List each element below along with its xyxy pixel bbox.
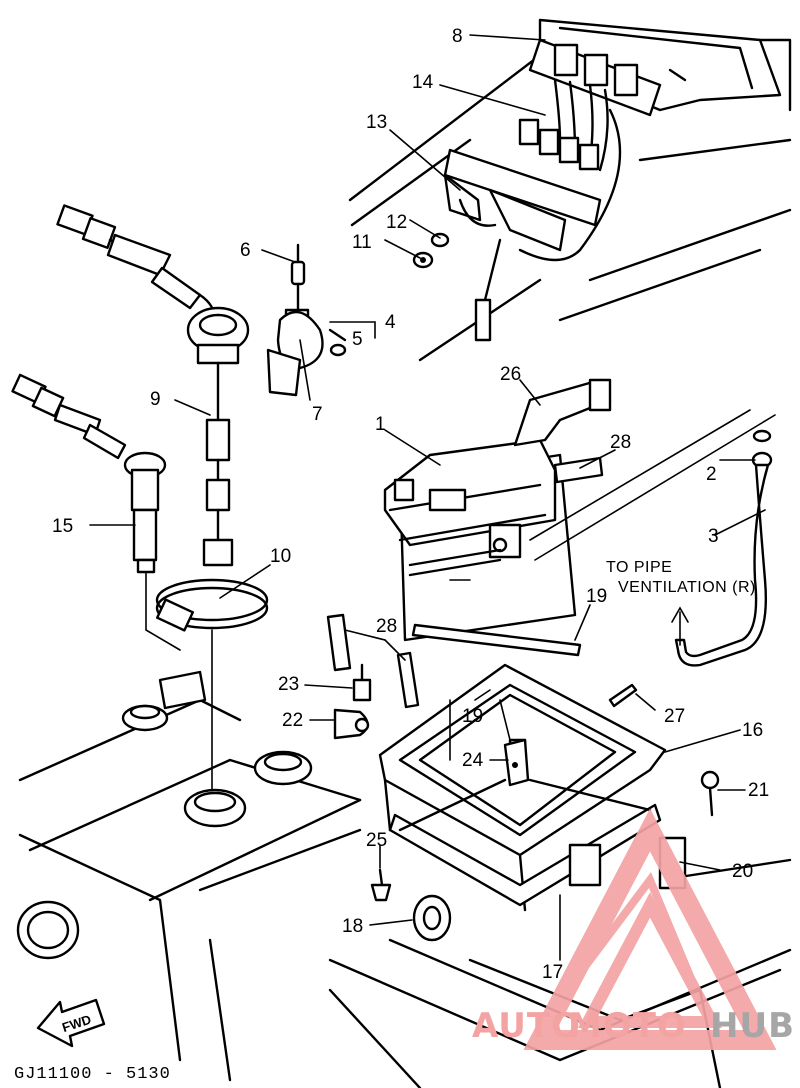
callout-20: 20 <box>732 861 753 882</box>
callout-16: 16 <box>742 720 763 741</box>
callout-5: 5 <box>352 329 363 350</box>
callout-27: 27 <box>664 706 685 727</box>
item-28-pads <box>326 456 604 709</box>
callout-22: 22 <box>282 710 303 731</box>
callout-6: 6 <box>240 240 251 261</box>
callout-14: 14 <box>412 72 434 93</box>
callout-21: 21 <box>748 780 769 801</box>
item-15-sensor-lead <box>11 373 181 651</box>
callout-3: 3 <box>708 526 719 547</box>
watermark-text: AUTO MOTO HUB <box>472 1006 795 1046</box>
grommets <box>16 670 313 960</box>
callout-numbers: 1 2 3 4 5 6 7 8 9 10 11 12 13 14 15 16 1… <box>52 26 769 983</box>
callout-23: 23 <box>278 674 299 695</box>
item-14-connectors <box>518 78 622 262</box>
callout-10: 10 <box>270 546 291 567</box>
callout-26: 26 <box>500 364 521 385</box>
callout-28-upper: 28 <box>610 432 631 453</box>
callout-7: 7 <box>312 404 323 425</box>
item-1-battery <box>383 409 776 642</box>
watermark-word-auto: AUTO <box>472 1006 581 1046</box>
callout-15: 15 <box>52 516 73 537</box>
fwd-arrow: FWD <box>36 998 106 1048</box>
item-13-bracket <box>443 148 602 342</box>
item-9-sensor-lead <box>56 204 250 567</box>
item-8-meter-panel <box>528 18 782 117</box>
items-4-7-clamp <box>266 243 347 397</box>
callout-24: 24 <box>462 750 484 771</box>
vent-note-line-2: VENTILATION (R) <box>618 579 756 596</box>
leader-lines <box>89 34 766 961</box>
callout-28-lower: 28 <box>376 616 397 637</box>
callout-13: 13 <box>366 112 387 133</box>
watermark-logo <box>523 808 777 1050</box>
callout-2: 2 <box>706 464 717 485</box>
watermark-word-moto: MOTO <box>568 1006 687 1046</box>
callout-19-lower: 19 <box>462 706 483 727</box>
vent-note-line-1: TO PIPE <box>606 559 672 576</box>
callout-25: 25 <box>366 830 387 851</box>
callout-17: 17 <box>542 962 563 983</box>
callout-11: 11 <box>352 232 372 253</box>
item-26-bracket <box>513 378 612 447</box>
callout-18: 18 <box>342 916 363 937</box>
items-11-12-nuts <box>412 232 450 269</box>
watermark-word-hub: HUB <box>710 1006 795 1046</box>
drawing-code: GJ11100 - 5130 <box>14 1065 171 1084</box>
vent-note: TO PIPE VENTILATION (R) <box>606 559 756 596</box>
callout-1: 1 <box>375 414 386 435</box>
callout-8: 8 <box>452 26 463 47</box>
callout-12: 12 <box>386 212 407 233</box>
item-16-battery-box <box>378 663 687 912</box>
fasteners <box>333 663 720 942</box>
callout-9: 9 <box>150 389 161 410</box>
callout-4: 4 <box>385 312 396 333</box>
callout-19-upper: 19 <box>586 586 607 607</box>
item-10-hose-clamp <box>155 578 269 791</box>
